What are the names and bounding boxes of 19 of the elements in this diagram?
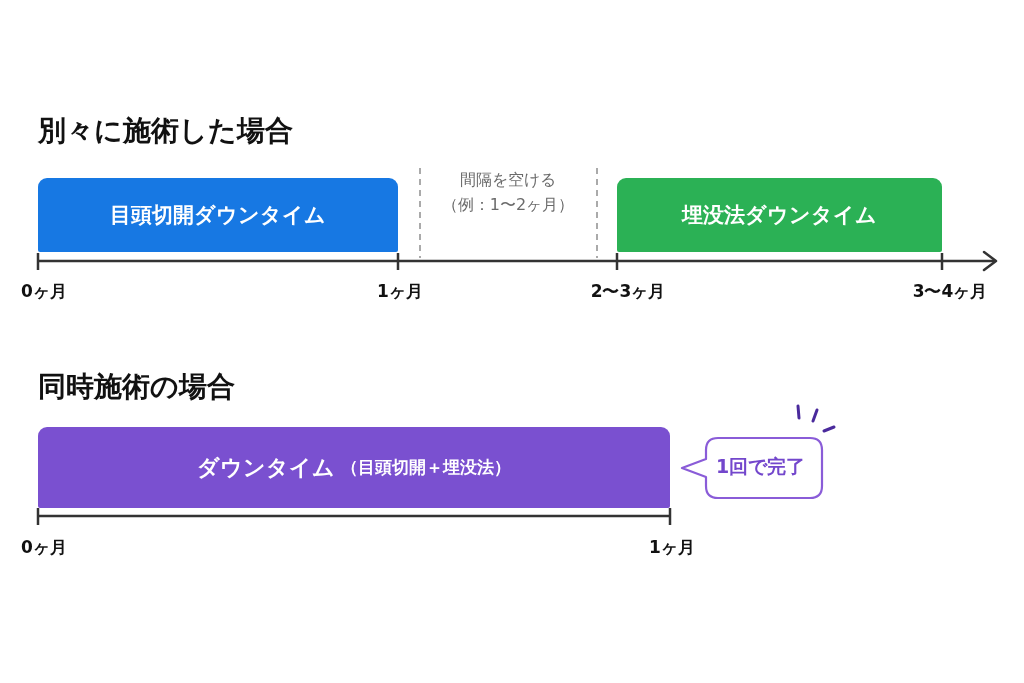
speech-bubble <box>680 436 824 500</box>
interval-note: （例：1〜2ヶ月） <box>441 195 575 215</box>
timeline-bar <box>617 178 942 252</box>
bar-label: 埋没法ダウンタイム <box>682 202 877 229</box>
timeline-bar <box>38 427 670 508</box>
tick-label: 3〜4ヶ月 <box>912 281 988 302</box>
tick-label: 1ヶ月 <box>649 537 695 558</box>
tick-label: 0ヶ月 <box>21 537 67 558</box>
tick-label: 2〜3ヶ月 <box>590 281 666 302</box>
tick-label: 1ヶ月 <box>377 281 423 302</box>
timeline-bar <box>38 178 398 252</box>
interval-note: 間隔を空ける <box>460 170 556 190</box>
bar-sublabel: （目頭切開＋埋没法） <box>341 456 511 479</box>
bar-label: 目頭切開ダウンタイム <box>110 202 326 229</box>
section-heading: 同時施術の場合 <box>38 370 235 404</box>
bar-label: ダウンタイム <box>197 453 335 482</box>
section-heading: 別々に施術した場合 <box>38 114 293 148</box>
tick-label: 0ヶ月 <box>21 281 67 302</box>
callout-text: 1回で完了 <box>716 455 806 478</box>
